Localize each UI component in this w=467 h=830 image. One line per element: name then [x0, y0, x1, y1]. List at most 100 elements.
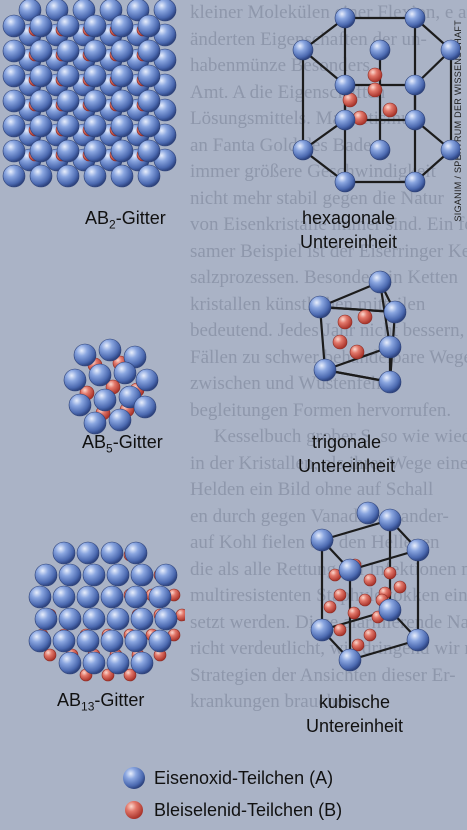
a-particle [52, 629, 76, 653]
a-particle [56, 139, 80, 163]
a-particle [124, 629, 148, 653]
a-particle [334, 7, 356, 29]
blue-particle-icon [123, 767, 145, 789]
a-particle [29, 164, 53, 188]
hexagonal-label: hexagonale Untereinheit [300, 208, 398, 252]
b-particle [123, 668, 137, 682]
a-particle [28, 585, 52, 609]
a-particle [310, 528, 334, 552]
red-particle-icon [125, 801, 143, 819]
b-particle [337, 314, 353, 330]
a-particle [126, 0, 150, 22]
ab13-label: AB13-Gitter [57, 690, 145, 714]
a-particle [440, 139, 460, 161]
a-particle [338, 648, 362, 672]
a-particle [100, 585, 124, 609]
a-particle [52, 541, 76, 565]
a-particle [83, 411, 107, 435]
b-particle [367, 82, 383, 98]
a-particle [106, 651, 130, 675]
b-particle [393, 580, 407, 594]
a-particle [130, 607, 154, 631]
a-particle [2, 14, 26, 38]
a-particle [88, 363, 112, 387]
a-particle [135, 368, 159, 392]
a-particle [356, 501, 380, 525]
b-particle [101, 668, 115, 682]
b-particle [363, 573, 377, 587]
legend-b-label: Bleiselenid-Teilchen (B) [154, 799, 343, 820]
a-particle [154, 607, 178, 631]
trigonal-label: trigonale Untereinheit [298, 432, 396, 476]
a-particle [100, 629, 124, 653]
a-particle [68, 393, 92, 417]
a-particle [106, 563, 130, 587]
a-particle [378, 508, 402, 532]
a-particle [404, 7, 426, 29]
a-particle [45, 0, 69, 22]
hexagonal-subunit-figure [292, 7, 460, 193]
a-particle [130, 651, 154, 675]
a-particle [378, 598, 402, 622]
a-particle [83, 64, 107, 88]
a-particle [137, 139, 161, 163]
background-print-text: kleiner Molekülen einer Flexion, e auch … [190, 2, 467, 712]
a-particle [124, 585, 148, 609]
a-particle [369, 139, 391, 161]
a-particle [76, 585, 100, 609]
a-particle [137, 64, 161, 88]
a-particle [137, 89, 161, 113]
a-particle [110, 64, 134, 88]
b-particle [351, 638, 365, 652]
a-particle [404, 74, 426, 96]
cubic-subunit-figure [310, 501, 430, 672]
a-particle [137, 14, 161, 38]
b-particle [358, 593, 372, 607]
b-particle [332, 334, 348, 350]
b-particle [333, 588, 347, 602]
a-particle [133, 395, 157, 419]
a-particle [2, 139, 26, 163]
a-particle [334, 171, 356, 193]
a-particle [110, 89, 134, 113]
a-particle [378, 335, 402, 359]
ab5-label: AB5-Gitter [82, 432, 163, 456]
a-particle [73, 343, 97, 367]
a-particle [29, 14, 53, 38]
a-particle [137, 39, 161, 63]
a-particle [56, 64, 80, 88]
a-particle [137, 114, 161, 138]
a-particle [82, 563, 106, 587]
ab2-lattice-figure [2, 0, 177, 188]
ab5-lattice-figure [63, 338, 159, 435]
a-particle [383, 300, 407, 324]
a-particle [110, 39, 134, 63]
a-particle [83, 89, 107, 113]
a-particle [29, 114, 53, 138]
a-particle [52, 585, 76, 609]
b-particle [357, 309, 373, 325]
a-particle [83, 114, 107, 138]
a-particle [334, 109, 356, 131]
a-particle [2, 64, 26, 88]
a-particle [108, 408, 132, 432]
a-particle [130, 563, 154, 587]
b-particle [323, 600, 337, 614]
a-particle [368, 270, 392, 294]
a-particle [56, 39, 80, 63]
b-particle [43, 648, 57, 662]
a-particle [29, 89, 53, 113]
a-particle [58, 607, 82, 631]
a-particle [83, 14, 107, 38]
a-particle [2, 89, 26, 113]
a-particle [308, 295, 332, 319]
a-particle [106, 607, 130, 631]
ab2-label: AB2-Gitter [85, 208, 166, 232]
a-particle [110, 14, 134, 38]
a-particle [2, 164, 26, 188]
a-particle [378, 370, 402, 394]
a-particle [72, 0, 96, 22]
a-particle [83, 39, 107, 63]
a-particle [29, 64, 53, 88]
a-particle [83, 139, 107, 163]
